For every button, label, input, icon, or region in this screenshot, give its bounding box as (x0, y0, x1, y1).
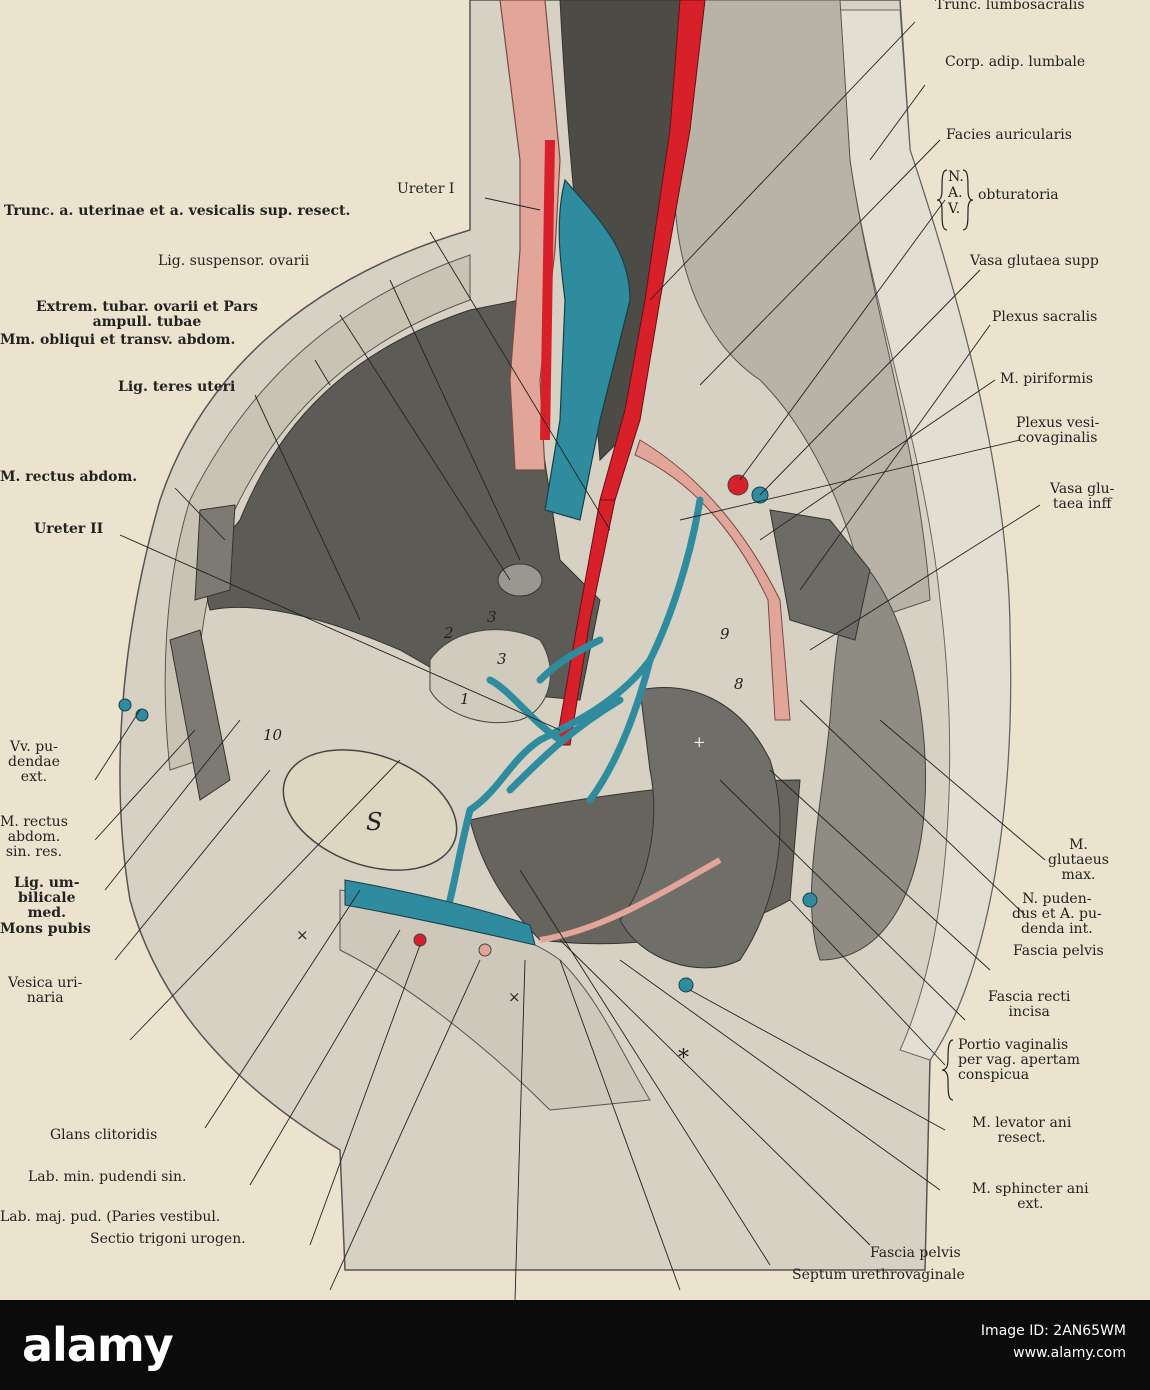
marker-1: 1 (460, 690, 470, 708)
marker-9: 9 (720, 625, 730, 643)
iliac-vein (544, 178, 631, 521)
stock-footer-bar: alamy Image ID: 2AN65WM www.alamy.com (0, 1300, 1150, 1390)
marker-2: 2 (444, 624, 454, 642)
label-nav-a: A. (948, 185, 963, 201)
rectus-abdominis-upper (194, 504, 236, 601)
label-m-piriformis: M. piriformis (1000, 371, 1094, 387)
label-fascia-pelvis-bottom: Fascia pelvis (870, 1245, 961, 1261)
ureter (499, 0, 561, 471)
sacrum (674, 0, 931, 621)
obturator-vessel (727, 474, 749, 496)
label-trunc-lumbosacralis: Trunc. lumbosacralis (935, 0, 1085, 13)
anatomy-drawing (94, 0, 1046, 1300)
internal-iliac-artery (555, 499, 616, 746)
label-m-sphincter-ani: M. sphincter ani ext. (972, 1181, 1089, 1212)
label-vesica-urinaria: Vesica uri- naria (8, 975, 83, 1006)
label-facies-auricularis: Facies auricularis (946, 127, 1072, 143)
image-id-block: Image ID: 2AN65WM www.alamy.com (981, 1320, 1126, 1364)
marker-3a: 3 (487, 608, 497, 626)
label-m-glutaeus-max: M. glutaeus max. (1048, 837, 1109, 883)
clitoral-vein (344, 879, 536, 946)
label-lab-maj: Lab. maj. pud. (Paries vestibul. (0, 1209, 221, 1225)
image-id-text: Image ID: 2AN65WM (980, 1323, 1126, 1339)
labial-vessel (478, 943, 492, 957)
label-plexus-sacralis: Plexus sacralis (992, 309, 1098, 325)
leader-lines (94, 21, 1046, 1300)
marker-8: 8 (734, 675, 744, 693)
label-ureter-i: Ureter I (397, 181, 455, 197)
label-mons-pubis: Mons pubis (0, 921, 91, 937)
label-plexus-vesicovaginalis: Plexus vesi- covaginalis (1016, 415, 1100, 446)
marker-cross-1: × (296, 926, 309, 944)
brace (936, 169, 948, 231)
label-m-rectus: M. rectus abdom. (0, 469, 138, 485)
piriformis-muscle (769, 509, 871, 641)
labial-artery (413, 933, 427, 947)
marker-s: S (366, 808, 383, 836)
label-extrem-tubar: Extrem. tubar. ovarii et Pars ampull. tu… (36, 299, 258, 330)
uterus (429, 629, 551, 724)
label-glans-clitoridis: Glans clitoridis (50, 1127, 158, 1143)
vesicovaginal-plexus (446, 496, 704, 904)
pudendal-vein-b (135, 708, 149, 722)
alamy-logo: alamy (22, 1318, 174, 1372)
rectum (619, 687, 781, 969)
label-mm-obliqui: Mm. obliqui et transv. abdom. (0, 332, 236, 348)
gluteal-vessel (802, 892, 818, 908)
red-artery-small (540, 140, 555, 440)
brace-portio (941, 1039, 954, 1101)
label-septum-urethrovaginale: Septum urethrovaginale (792, 1267, 965, 1283)
label-lig-teres: Lig. teres uteri (118, 379, 236, 395)
label-n-pudendus: N. puden- dus et A. pu- denda int. (1012, 891, 1102, 937)
artery-branch (634, 439, 791, 721)
rectal-vessel (678, 977, 694, 993)
label-m-levator-ani: M. levator ani resect. (972, 1115, 1072, 1146)
label-portio-vaginalis: Portio vaginalis per vag. apertam conspi… (958, 1037, 1081, 1083)
label-m-rectus-sin: M. rectus abdom. sin. res. (0, 814, 68, 860)
rectus-abdominis (169, 629, 231, 801)
marker-cross-2: × (508, 988, 521, 1006)
label-sectio-trigoni: Sectio trigoni urogen. (90, 1231, 246, 1247)
site-url-text: www.alamy.com (1013, 1345, 1126, 1361)
gluteus-muscle (810, 559, 927, 961)
marker-asterisk: * (678, 1046, 689, 1071)
label-fascia-recti: Fascia recti incisa (988, 989, 1071, 1020)
label-obturatoria: obturatoria (978, 187, 1059, 203)
label-lig-umbilicale: Lig. um- bilicale med. (14, 875, 80, 921)
marker-plus: + (693, 733, 706, 751)
label-vasa-glutaea-inf: Vasa glu- taea inff (1050, 481, 1115, 512)
pudendal-vein-a (118, 698, 132, 712)
label-vasa-glutaea-sup: Vasa glutaea supp (970, 253, 1099, 269)
label-vv-pudendae: Vv. pu- dendae ext. (8, 739, 60, 785)
label-lig-suspensor: Lig. suspensor. ovarii (158, 253, 310, 269)
bladder (282, 749, 458, 871)
illustration: Trunc. lumbosacralis Corp. adip. lumbale… (0, 0, 1115, 1300)
marker-3b: 3 (497, 650, 507, 668)
label-nav-n: N. (948, 169, 964, 185)
brace-close (962, 169, 974, 231)
label-trunc-uterinae: Trunc. a. uterinae et a. vesicalis sup. … (4, 203, 351, 219)
label-nav-v: V. (948, 201, 961, 217)
label-lab-min: Lab. min. pudendi sin. (28, 1169, 187, 1185)
marker-10: 10 (263, 726, 283, 744)
gluteal-fat-layer (839, 9, 1011, 1061)
label-corp-adip: Corp. adip. lumbale (945, 54, 1086, 70)
label-ureter-ii: Ureter II (34, 521, 104, 537)
ovary (497, 563, 543, 597)
label-fascia-pelvis-right: Fascia pelvis (1013, 943, 1104, 959)
